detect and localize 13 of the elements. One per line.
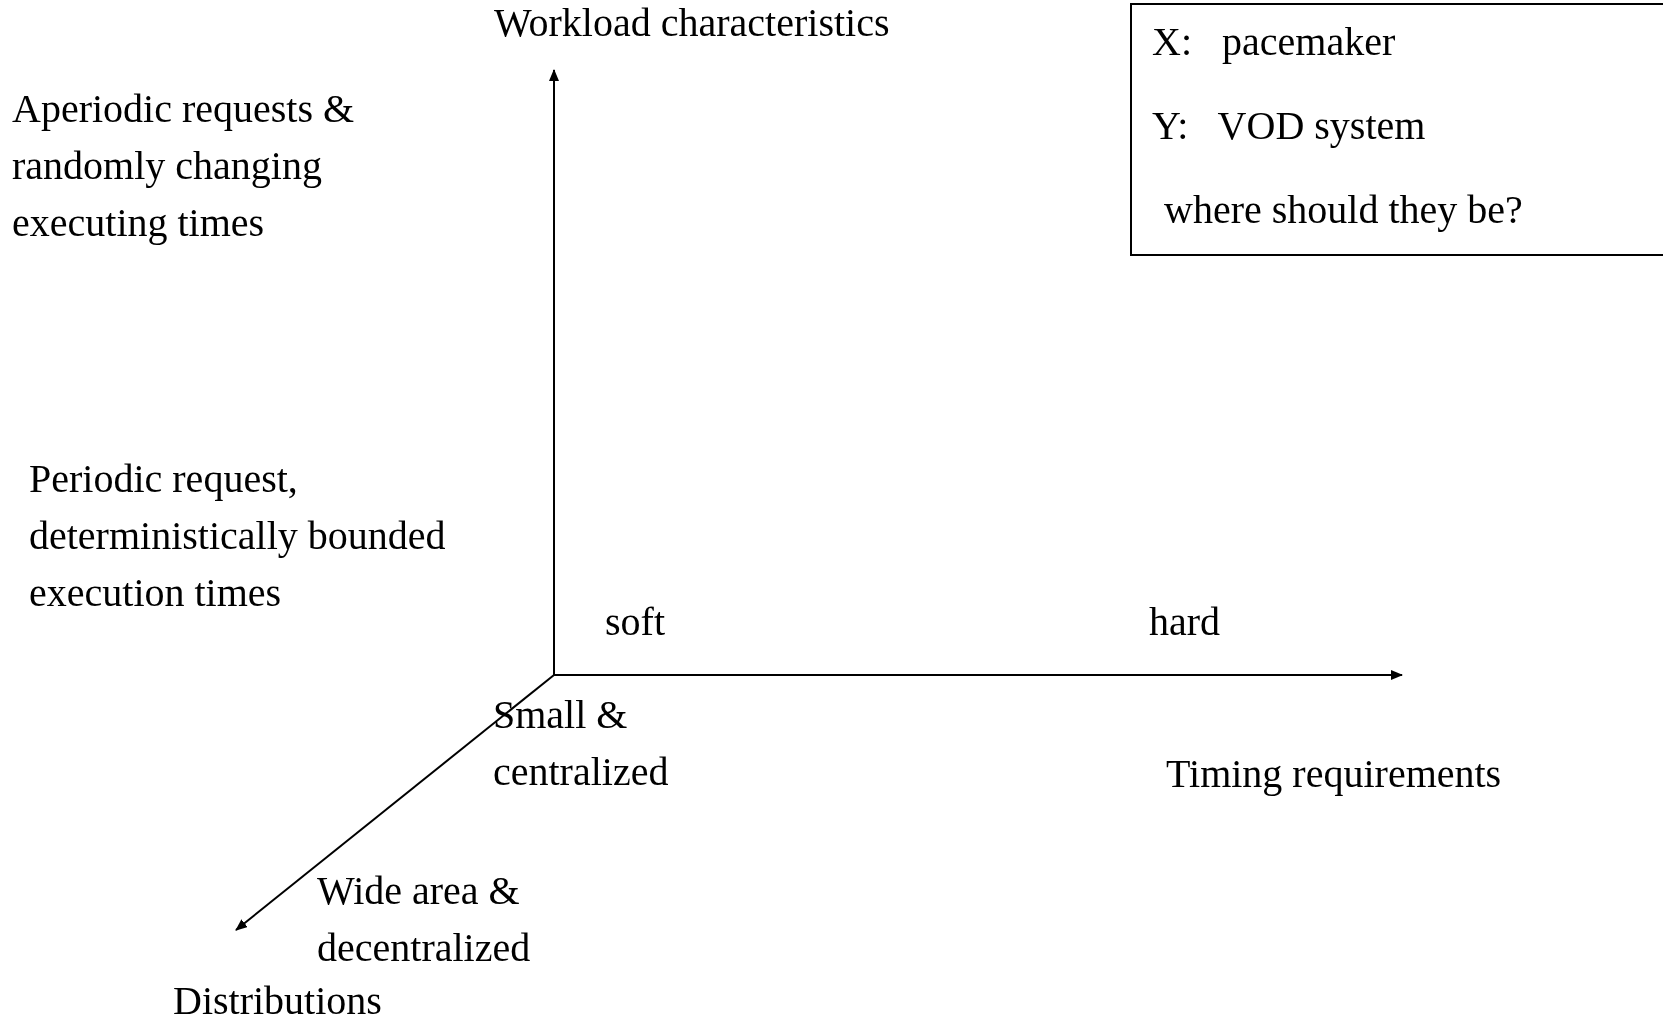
legend-text: X: pacemaker (1152, 18, 1397, 66)
axis-title: Timing requirements (1166, 750, 1503, 798)
axis-value-label: Small & centralized (493, 691, 670, 796)
legend-box (1130, 3, 1663, 256)
axis-value-label: Aperiodic requests & randomly changing executing times (12, 85, 356, 247)
axis-title: Workload characteristics (494, 0, 891, 47)
axis-value-label: hard (1149, 598, 1222, 646)
axis-value-label: Periodic request, deterministically bounded execution times (29, 455, 447, 617)
legend-text: where should they be? (1163, 186, 1524, 234)
legend-text: Y: VOD system (1152, 102, 1427, 150)
axis-value-label: Wide area & decentralized (317, 867, 532, 972)
axis-title: Distributions (173, 977, 383, 1025)
axis-value-label: soft (605, 598, 666, 646)
